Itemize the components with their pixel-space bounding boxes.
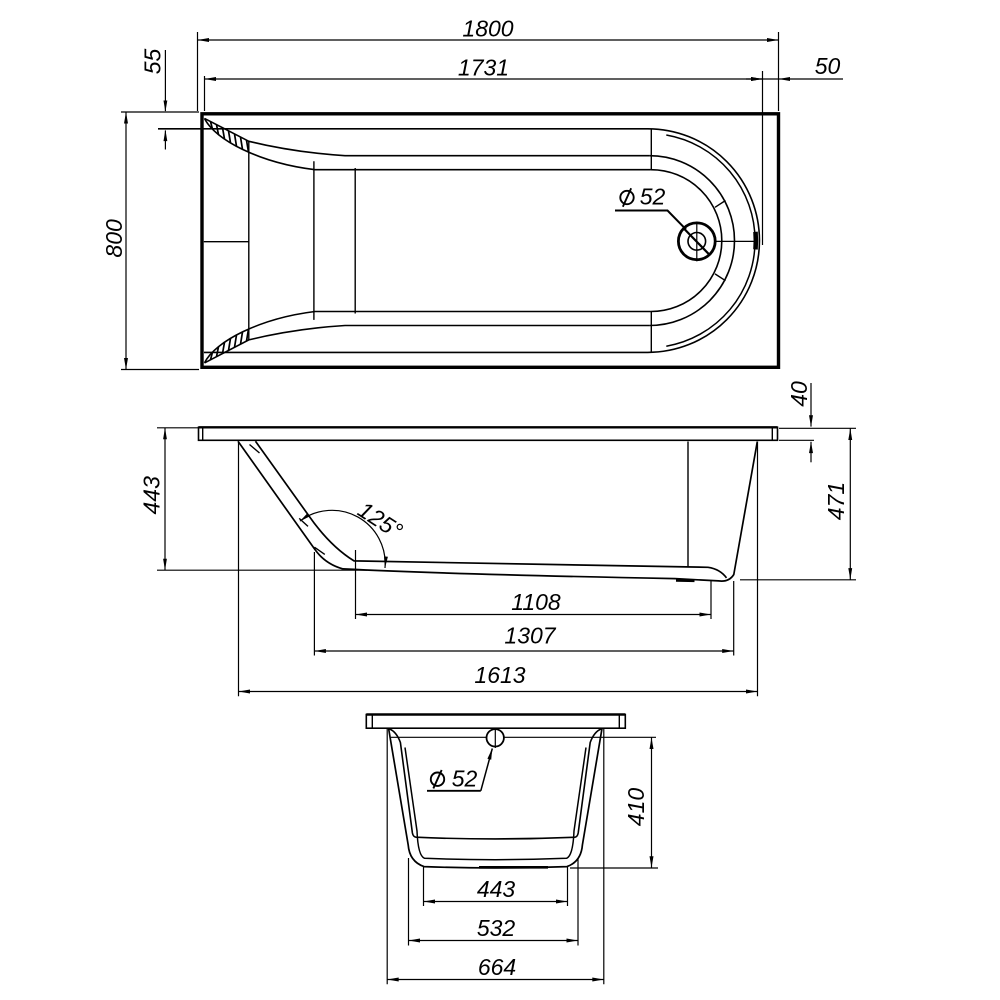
svg-text:443: 443	[477, 876, 516, 902]
svg-text:50: 50	[815, 53, 841, 79]
svg-text:52: 52	[640, 184, 666, 210]
svg-text:664: 664	[478, 954, 516, 980]
svg-text:40: 40	[786, 381, 812, 407]
svg-text:1800: 1800	[462, 16, 513, 42]
svg-text:125°: 125°	[353, 496, 407, 544]
svg-text:1613: 1613	[474, 662, 525, 688]
svg-text:1731: 1731	[458, 55, 509, 81]
svg-text:532: 532	[477, 915, 516, 941]
svg-text:471: 471	[823, 482, 849, 520]
svg-text:443: 443	[138, 476, 164, 515]
svg-text:55: 55	[140, 49, 166, 75]
svg-text:1108: 1108	[511, 589, 561, 615]
svg-text:52: 52	[452, 765, 478, 791]
svg-text:1307: 1307	[504, 623, 556, 649]
svg-text:410: 410	[623, 788, 649, 827]
svg-text:800: 800	[101, 219, 127, 258]
